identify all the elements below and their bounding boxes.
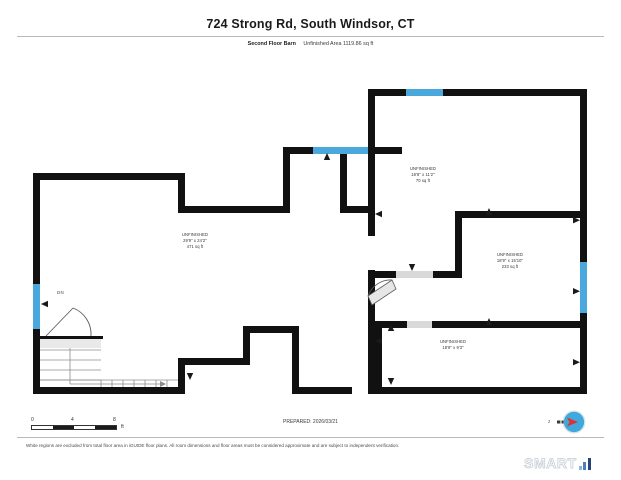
left-section-walls <box>33 147 402 394</box>
compass-rose[interactable]: z <box>548 409 590 435</box>
staircase[interactable] <box>38 307 178 387</box>
scale-bar-segments <box>31 425 117 430</box>
door-openings <box>396 271 433 328</box>
unfinished-area-text: Unfinished Area 1119.86 sq ft <box>303 41 374 47</box>
plan-header: 724 Strong Rd, South Windsor, CT Second … <box>0 0 621 58</box>
scale-segment-2 <box>53 426 74 429</box>
compass-icon <box>557 410 586 434</box>
scale-segment-3 <box>74 426 95 429</box>
room-label-left-main: UNFINISHED 29'9" x 24'2" 471 sq ft <box>181 232 209 249</box>
right-section-partitions <box>368 211 580 389</box>
footer-divider <box>17 437 604 438</box>
brand-wordmark: SMART <box>524 455 577 471</box>
scale-tick-4: 4 <box>71 417 74 423</box>
compass-letter-label: z <box>548 419 551 424</box>
header-divider <box>17 36 604 37</box>
floor-subtitle: Second Floor Barn Unfinished Area 1119.8… <box>0 41 621 47</box>
scale-unit-label: ft <box>121 424 124 430</box>
door-swing-icon <box>367 279 397 306</box>
scale-tick-0: 0 <box>31 417 34 423</box>
brand-bars-icon <box>578 458 591 470</box>
scale-segment-4 <box>95 426 116 429</box>
floor-plan-canvas[interactable]: UNFINISHED 29'9" x 24'2" 471 sq ft UNFIN… <box>0 58 621 403</box>
left-section-windows <box>33 147 370 329</box>
scale-tick-8: 8 <box>113 417 116 423</box>
floor-plan-drawing[interactable] <box>0 58 621 403</box>
scale-bar: 0 4 8 ft <box>31 417 127 433</box>
right-section-windows <box>406 89 587 313</box>
dimension-arrow-markers <box>41 153 580 385</box>
smart-logo: SMART <box>524 456 591 470</box>
room-label-right-main: UNFINISHED 18'9" x 15'10" 233 sq ft <box>496 252 524 269</box>
page-title: 724 Strong Rd, South Windsor, CT <box>206 17 415 31</box>
room-label-lower-right: UNFINISHED 18'9" x 9'3" <box>439 339 467 350</box>
disclaimer-text: White regions are excluded from total fl… <box>26 443 400 448</box>
scale-segment-1 <box>32 426 53 429</box>
room-label-upper-right-small: UNFINISHED 18'8" x 11'2" 70 sq ft <box>409 166 437 183</box>
floor-label: Second Floor Barn <box>247 41 296 47</box>
stairs-direction-label: DN <box>57 290 64 295</box>
prepared-date: PREPARED: 2026/03/21 <box>283 419 338 425</box>
scale-ticks: 0 4 8 <box>31 417 117 424</box>
